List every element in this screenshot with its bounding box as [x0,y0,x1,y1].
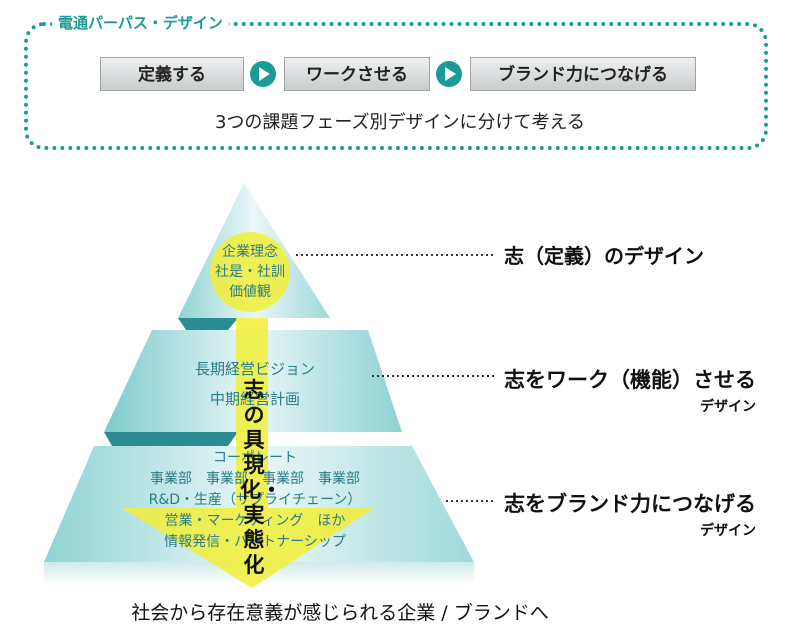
phase-frame [24,22,768,150]
tier-line: 社是・社訓 [215,264,285,280]
tier-line: 中期経営計画 [209,390,300,408]
label-brand-sub: デザイン [700,523,756,539]
tier-line: 企業理念 [222,244,278,260]
right-arrow-icon [436,61,462,87]
core-circle [210,232,290,312]
tier-shadow [104,432,238,446]
down-arrow-icon [122,318,374,588]
frame-subtitle: 3つの課題フェーズ別デザインに分けて考える [214,112,585,133]
step-work: ワークさせる [284,57,430,91]
bottom-tier-text: コーポレート 事業部 事業部 事業部 事業部 R&D・生産（サプライチェーン） … [100,448,410,553]
tier-shadow [178,318,238,330]
bottom-caption: 社会から存在意義が感じられる企業 / ブランドへ [131,602,549,624]
tier-line: 営業・マーケティング ほか [164,513,346,529]
frame-title: 電通パーパス・デザイン [52,12,229,33]
step-define: 定義する [100,57,244,91]
tier-line: 価値観 [229,284,271,300]
label-define: 志（定義）のデザイン [504,244,704,268]
label-work-sub: デザイン [700,399,756,415]
step-brand: ブランド力につなげる [470,57,696,91]
tier-line: R&D・生産（サプライチェーン） [148,492,362,508]
tier-line: 事業部 事業部 事業部 事業部 [150,471,360,487]
arrow-vertical-text: 志の具現化・実態化 [240,378,282,577]
tier-line: コーポレート [213,450,297,466]
label-brand: 志をブランド力につなげる [504,492,756,516]
tier-line: 長期経営ビジョン [194,360,315,378]
middle-tier-text: 長期経営ビジョン 中期経営計画 [150,354,360,414]
label-work: 志をワーク（機能）させる [504,368,756,392]
top-tier-text: 企業理念 社是・社訓 価値観 [190,242,310,302]
tier-line: 情報発信・パートナーシップ [164,534,346,550]
right-arrow-icon [250,61,276,87]
